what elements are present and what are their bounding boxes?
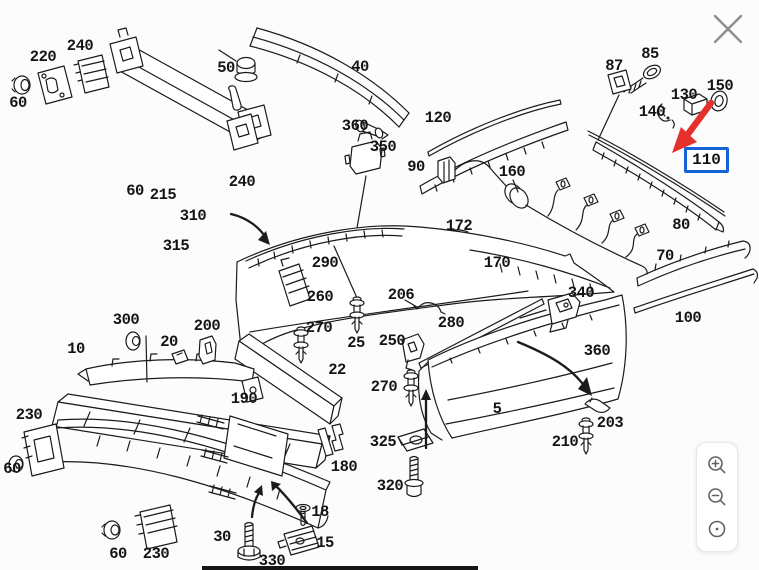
zoom-out-button[interactable] [702,483,732,511]
screw-320 [404,455,424,498]
nut-60-bottom [101,520,121,540]
arrow-panel-to-210 [516,340,592,396]
close-icon [713,14,743,44]
rivet-270-left [293,326,309,364]
clip-nut-325 [397,428,434,452]
bolt-330 [237,521,261,561]
cutoff-bottom-bar [202,566,478,570]
grommet-300 [125,331,148,383]
crossmember-rail [109,27,272,151]
clip-250 [401,333,425,371]
bracket-340 [519,292,581,333]
plate-220 [37,65,73,105]
clip-20 [171,349,189,365]
nut-60-top-left [11,75,31,95]
rivet-270-center [403,369,419,407]
bracket-203 [584,397,611,414]
bracket-240-top-left [73,54,110,94]
zoom-reset-button[interactable] [702,515,732,543]
arrow-15-up [271,481,309,525]
bracket-180 [317,423,344,457]
bracket-260 [278,257,311,307]
close-button[interactable] [709,10,747,48]
foam-beam-22 [234,333,343,425]
strip-110-80 [587,130,726,233]
rivet-360-top [355,119,389,140]
rivet-210 [578,417,594,455]
rail-10 [77,353,264,403]
bolt-50 [234,56,258,83]
strip-90 [419,121,569,195]
reinforcement-bar-40 [249,27,410,128]
foam-beam-190 [51,393,331,469]
zoom-in-button[interactable] [702,451,732,479]
highlight-arrow [672,99,715,153]
sensor-harness-160 [437,156,650,275]
bracket-140 [656,103,675,129]
arrow-310-to-bumper [229,212,270,245]
strip-70 [636,240,751,287]
highlighted-part-badge[interactable]: 110 [684,147,729,173]
strip-100 [633,268,759,314]
zoom-reset-icon [708,520,726,538]
zoom-in-icon [708,456,726,474]
plate-230-bottom [134,504,178,550]
plate-230-left [21,423,65,477]
clip-87 [597,69,632,141]
bracket-350 [344,131,386,229]
bracket-15 [277,525,320,556]
highlighted-part-number: 110 [692,151,721,169]
grommet-150 [710,90,728,112]
arrow-330-up [250,485,263,519]
strip-120 [427,99,562,157]
arrow-325-to-panel [421,389,431,450]
rear-panel-5 [417,294,627,441]
clip-200 [198,335,217,365]
zoom-controls [696,442,738,552]
zoom-out-icon [708,488,726,506]
rivet-25 [349,296,365,334]
wire-206 [404,299,446,315]
nut-60-left [8,455,24,473]
screw-85 [623,64,662,94]
